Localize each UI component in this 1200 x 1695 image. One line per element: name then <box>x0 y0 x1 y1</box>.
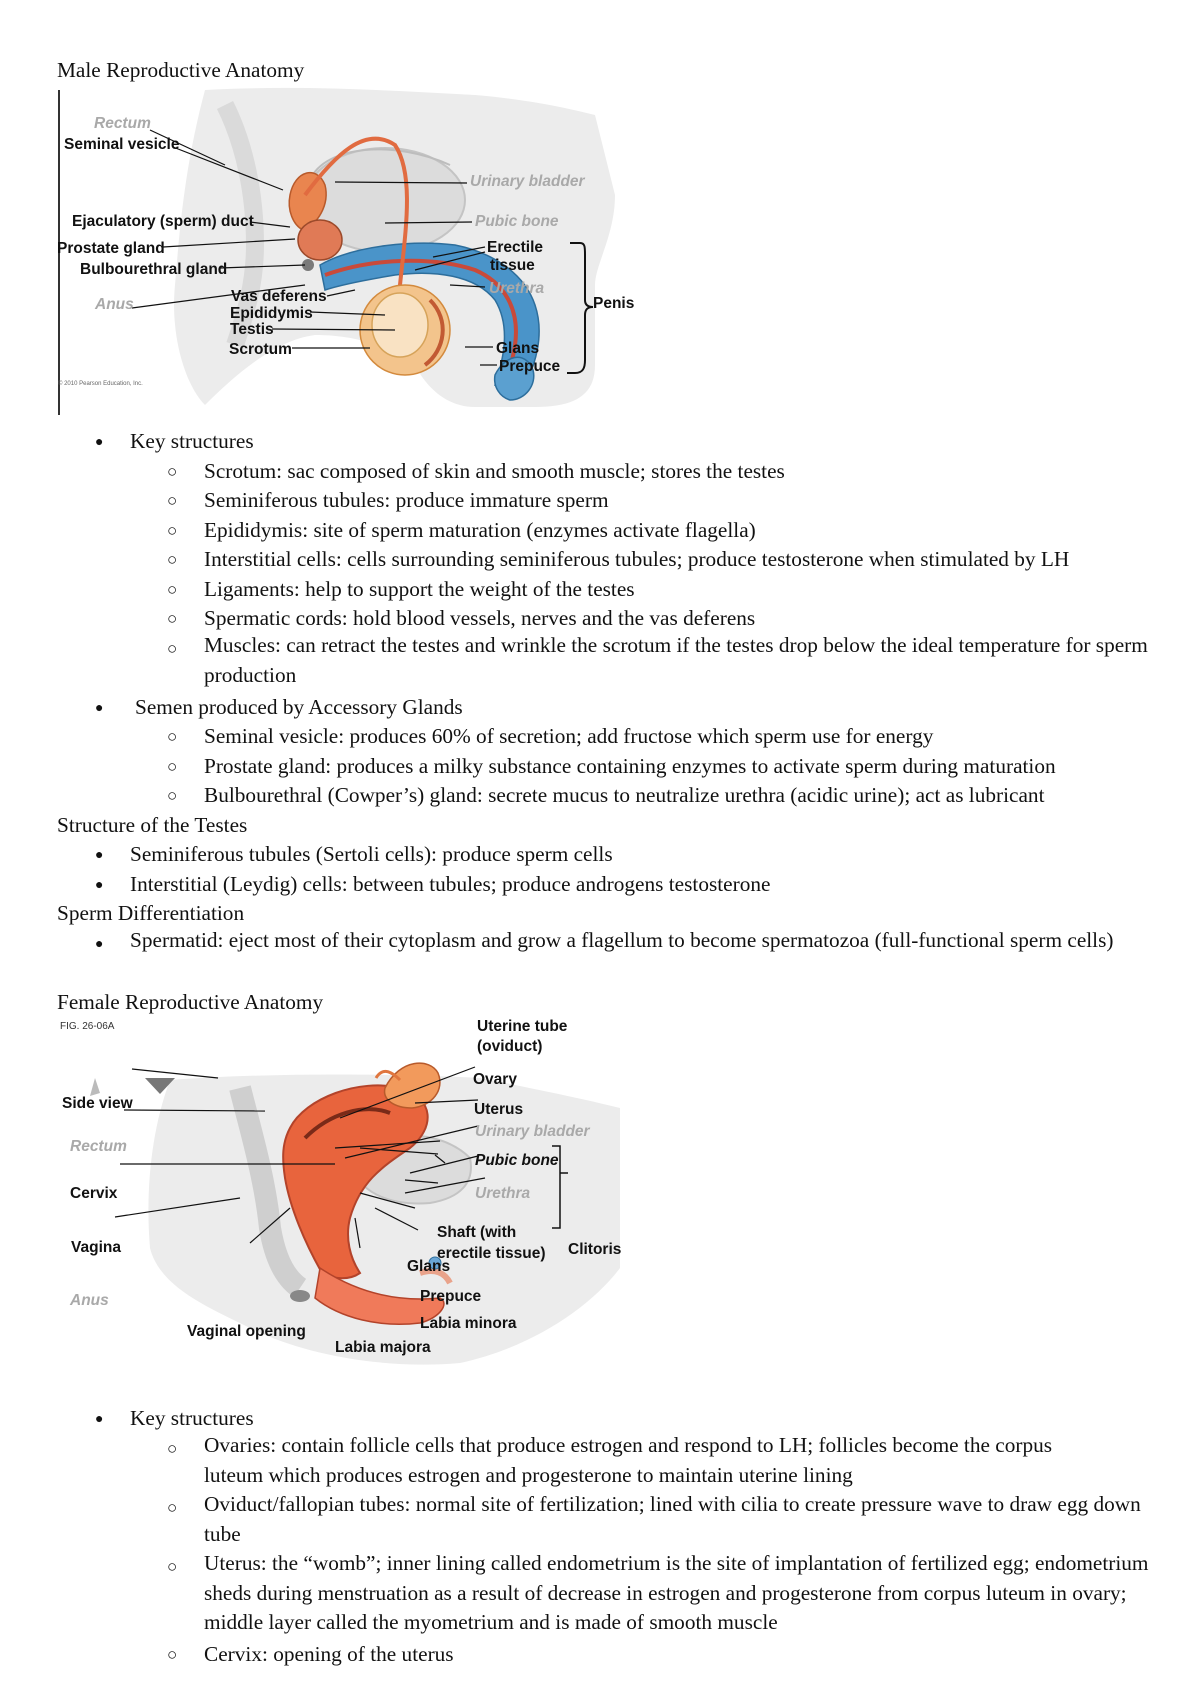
female-label-rectum: Rectum <box>70 1138 127 1155</box>
male-label-ejaculatory-duct: Ejaculatory (sperm) duct <box>72 213 254 230</box>
sub-bullet <box>167 606 187 631</box>
bullet <box>95 842 125 867</box>
sub-bullet <box>167 1495 187 1520</box>
testes-heading: Structure of the Testes <box>57 813 248 837</box>
female-label-anus: Anus <box>69 1292 109 1309</box>
male-label-testis: Testis <box>230 321 274 338</box>
male-label-penis: Penis <box>593 295 634 312</box>
sub-bullet <box>167 488 187 513</box>
male-label-glans: Glans <box>496 340 539 357</box>
male-label-anus: Anus <box>94 296 134 313</box>
female-key-structures-label: Key structures <box>130 1406 254 1430</box>
male-anatomy-heading: Male Reproductive Anatomy <box>57 58 305 82</box>
list-item: Oviduct/fallopian tubes: normal site of … <box>204 1492 1141 1546</box>
list-item: Muscles: can retract the testes and wrin… <box>204 633 1148 687</box>
female-label-labia-minora: Labia minora <box>420 1315 517 1332</box>
female-label-urethra: Urethra <box>475 1185 531 1202</box>
list-item: Spermatic cords: hold blood vessels, ner… <box>204 606 756 630</box>
male-label-pubic-bone: Pubic bone <box>475 213 559 230</box>
sub-bullet <box>167 459 187 484</box>
male-anatomy-figure: Rectum Seminal vesicle Urinary bladder E… <box>57 87 634 415</box>
female-label-labia-majora: Labia majora <box>335 1339 431 1356</box>
male-label-rectum: Rectum <box>94 115 151 132</box>
female-label-uterus: Uterus <box>474 1101 523 1118</box>
list-item: Seminiferous tubules (Sertoli cells): pr… <box>130 842 613 866</box>
male-label-epididymis: Epididymis <box>230 305 313 322</box>
male-figure-copyright: © 2010 Pearson Education, Inc. <box>58 380 143 387</box>
list-item: Spermatid: eject most of their cytoplasm… <box>130 928 1114 952</box>
sub-bullet <box>167 1436 187 1461</box>
male-label-bulbourethral-gland: Bulbourethral gland <box>80 261 227 278</box>
female-label-prepuce: Prepuce <box>420 1288 482 1305</box>
male-label-prepuce: Prepuce <box>499 358 561 375</box>
female-label-clitoris: Clitoris <box>568 1241 621 1258</box>
male-label-erectile-2: tissue <box>490 257 535 274</box>
female-label-shaft-1: Shaft (with <box>437 1224 516 1241</box>
male-key-structures-label: Key structures <box>130 429 254 453</box>
female-label-pubic-bone: Pubic bone <box>475 1152 559 1169</box>
sub-bullet <box>167 724 187 749</box>
female-label-vagina: Vagina <box>71 1239 121 1256</box>
list-item: Ovaries: contain follicle cells that pro… <box>204 1433 1053 1487</box>
female-label-glans: Glans <box>407 1258 450 1275</box>
female-anatomy-heading: Female Reproductive Anatomy <box>57 990 324 1014</box>
female-label-cervix: Cervix <box>70 1185 118 1202</box>
list-item: Prostate gland: produces a milky substan… <box>204 754 1056 778</box>
female-label-shaft-2: erectile tissue) <box>437 1245 546 1262</box>
semen-label: Semen produced by Accessory Glands <box>135 695 463 719</box>
list-item: Interstitial cells: cells surrounding se… <box>204 547 1070 571</box>
sub-bullet <box>167 783 187 808</box>
sub-bullet <box>167 636 187 661</box>
list-item: Scrotum: sac composed of skin and smooth… <box>204 459 785 483</box>
list-item: Interstitial (Leydig) cells: between tub… <box>130 872 771 896</box>
bullet <box>95 1406 125 1431</box>
female-label-ovary: Ovary <box>473 1071 517 1088</box>
male-label-seminal-vesicle: Seminal vesicle <box>64 136 180 153</box>
list-item: Bulbourethral (Cowper’s) gland: secrete … <box>204 783 1045 807</box>
sub-bullet <box>167 1642 187 1667</box>
list-item: Ligaments: help to support the weight of… <box>204 577 635 601</box>
sub-bullet <box>167 547 187 572</box>
female-anatomy-figure: FIG. 26-06A Uterine tube (oviduct) Ovary… <box>60 1018 621 1365</box>
list-item: Epididymis: site of sperm maturation (en… <box>204 518 756 542</box>
bullet <box>95 931 125 956</box>
bullet <box>95 429 125 454</box>
male-label-urethra: Urethra <box>489 280 545 297</box>
female-label-urinary-bladder: Urinary bladder <box>475 1123 591 1140</box>
sub-bullet <box>167 577 187 602</box>
female-label-vaginal-opening: Vaginal opening <box>187 1323 306 1340</box>
male-label-scrotum: Scrotum <box>229 341 292 358</box>
male-label-prostate-gland: Prostate gland <box>57 240 165 257</box>
sub-bullet <box>167 1554 187 1579</box>
list-item: Cervix: opening of the uterus <box>204 1642 454 1666</box>
list-item: Seminiferous tubules: produce immature s… <box>204 488 609 512</box>
bullet <box>95 872 125 897</box>
female-label-uterine-tube-2: (oviduct) <box>477 1038 542 1055</box>
female-figure-id: FIG. 26-06A <box>60 1021 115 1032</box>
male-label-urinary-bladder: Urinary bladder <box>470 173 586 190</box>
list-item: Seminal vesicle: produces 60% of secreti… <box>204 724 934 748</box>
male-label-vas-deferens: Vas deferens <box>231 288 327 305</box>
sub-bullet <box>167 518 187 543</box>
female-label-uterine-tube-1: Uterine tube <box>477 1018 568 1035</box>
list-item: Uterus: the “womb”; inner lining called … <box>204 1551 1149 1634</box>
female-label-side-view: Side view <box>62 1095 134 1112</box>
sperm-diff-heading: Sperm Differentiation <box>57 901 245 925</box>
bullet <box>95 695 125 720</box>
male-label-erectile-1: Erectile <box>487 239 543 256</box>
sub-bullet <box>167 754 187 779</box>
